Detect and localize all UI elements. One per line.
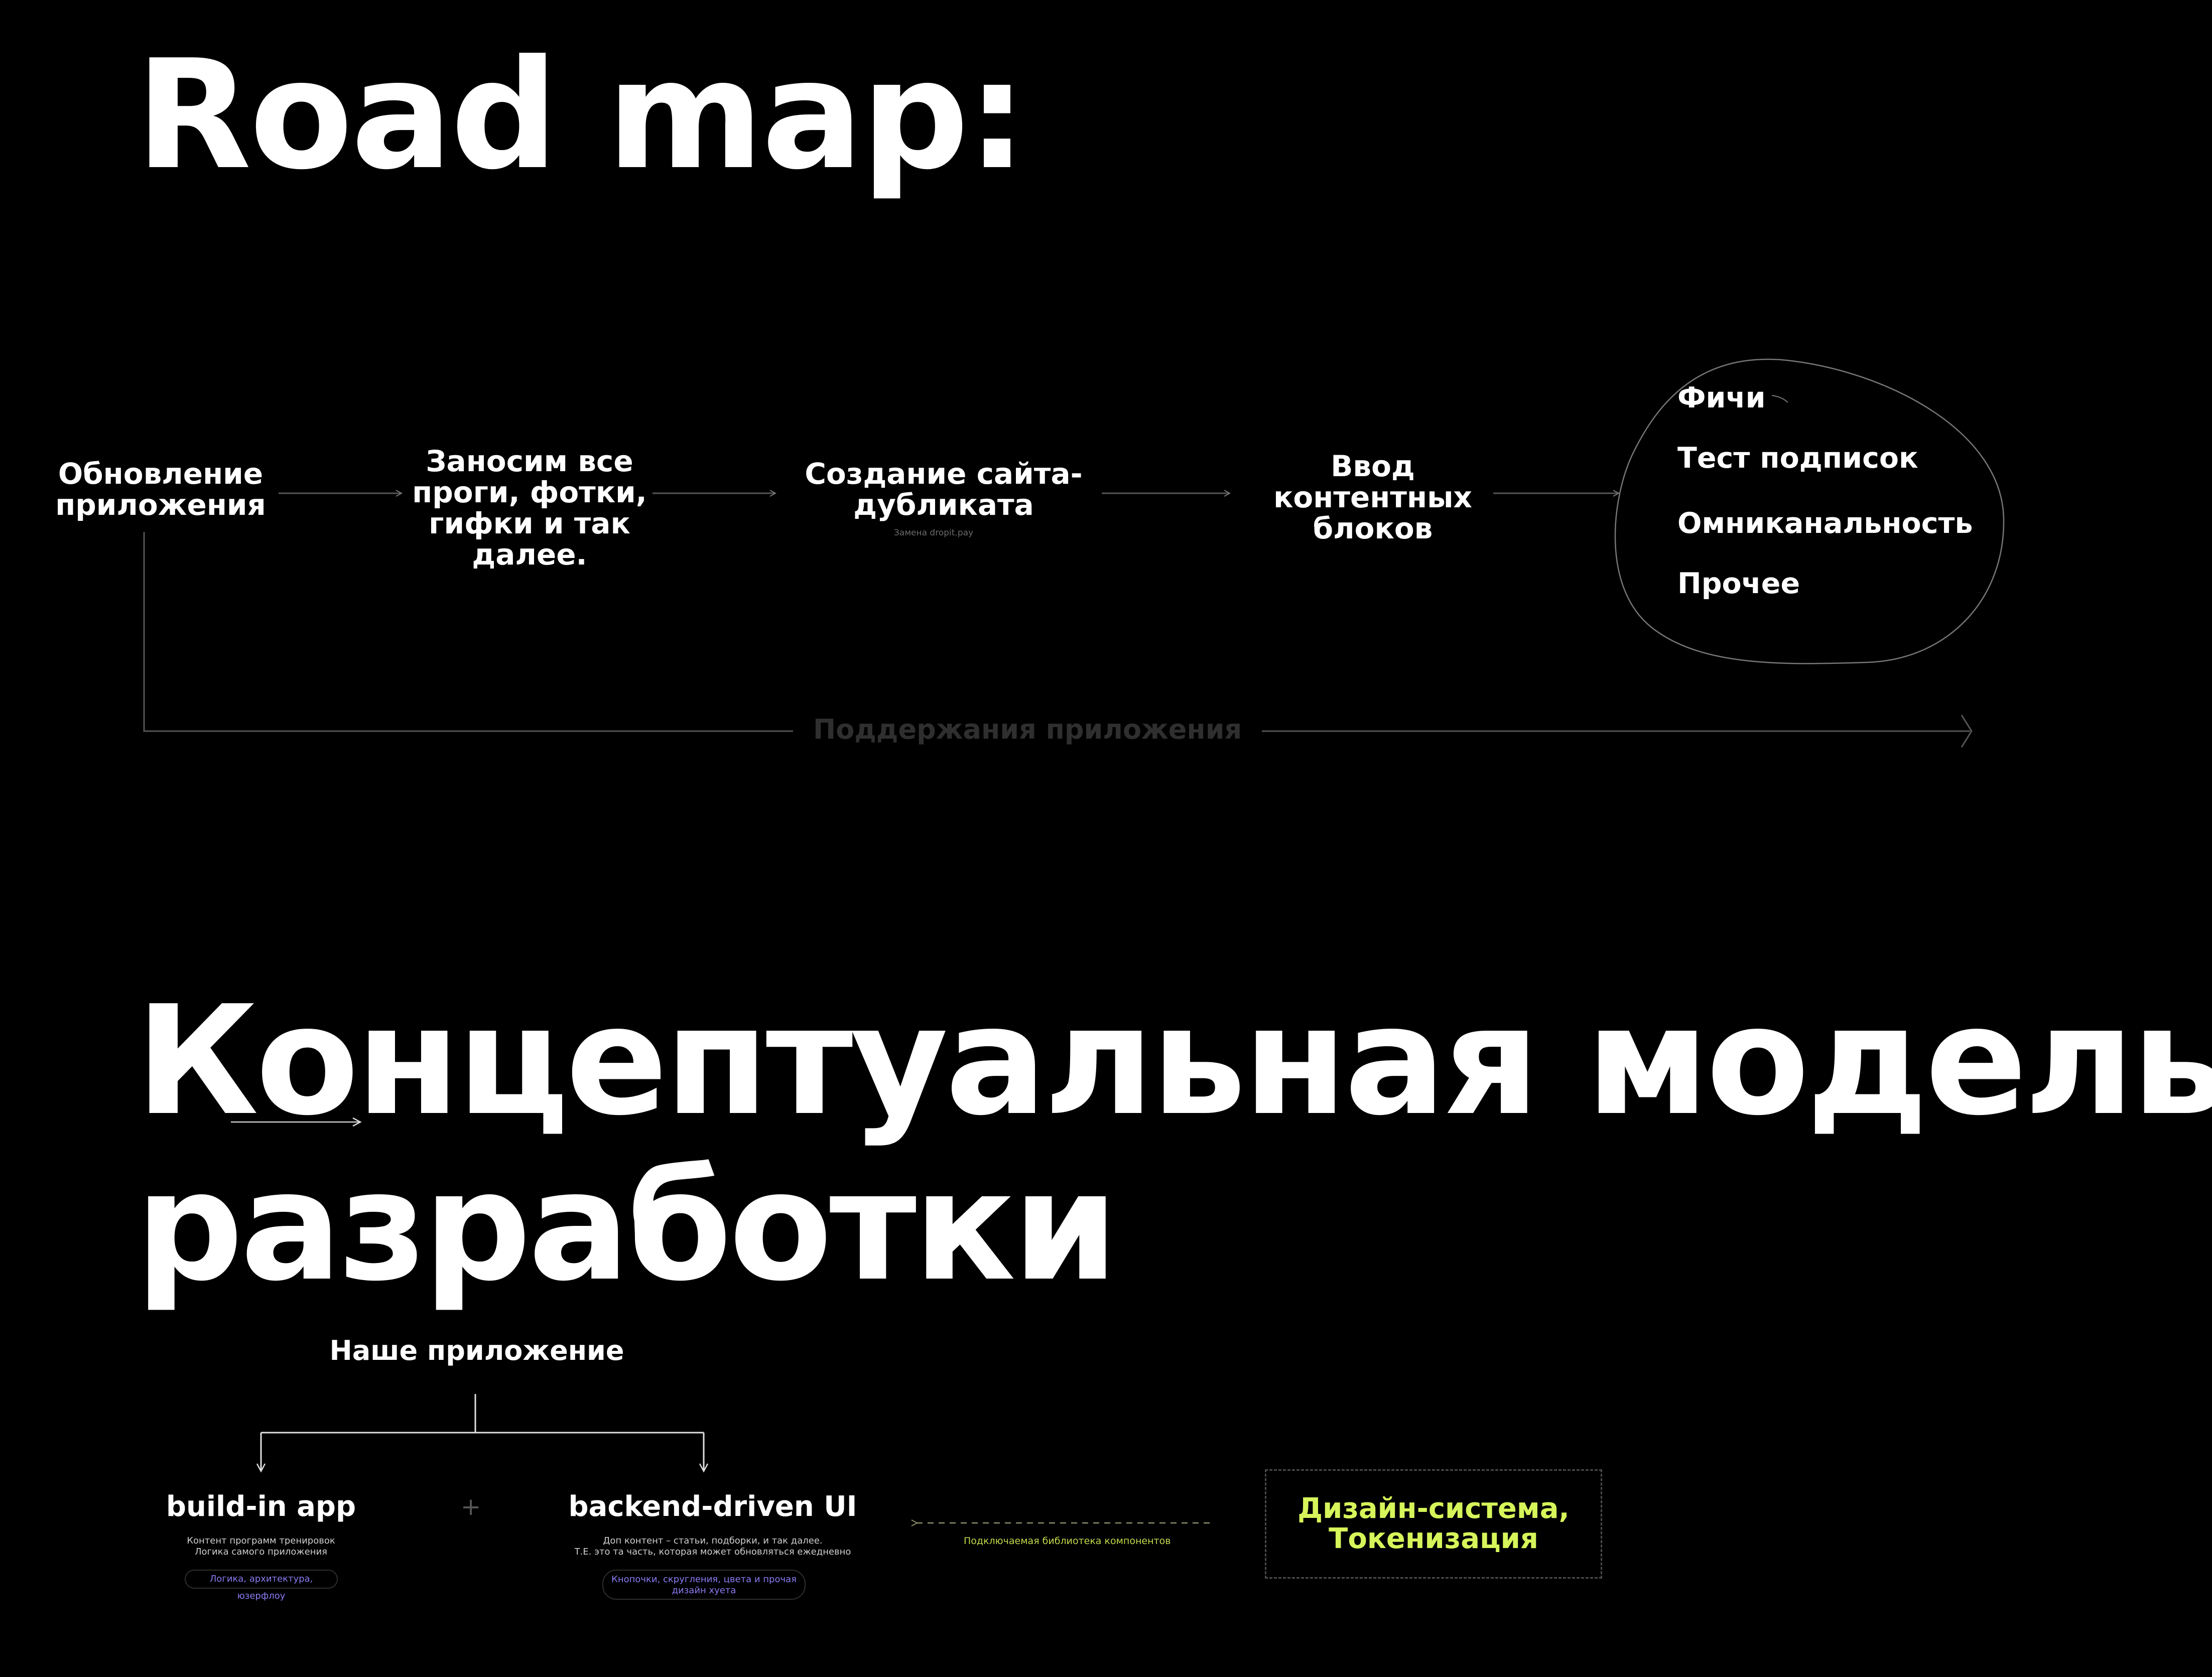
model-title-line2: разработки	[136, 1139, 1118, 1314]
model-title-line1: Концептуальная модель	[136, 973, 2212, 1149]
feature-item: Тест подписок	[1677, 442, 1918, 475]
support-label: Поддержания приложения	[793, 714, 1262, 745]
plus-sign: +	[461, 1493, 481, 1521]
feature-item: Фичи	[1677, 381, 1766, 414]
tree-root: Наше приложение	[329, 1335, 624, 1366]
backend-title: backend-driven UI	[568, 1490, 857, 1523]
design-system-box: Дизайн-система, Токенизация	[1265, 1469, 1602, 1579]
features-blob	[1614, 358, 2005, 664]
roadmap-title: Road map:	[136, 28, 1027, 203]
feature-item: Омниканальность	[1677, 507, 1973, 540]
step-update-app: Обновление приложения	[55, 457, 266, 522]
feature-item: Прочее	[1677, 567, 1800, 600]
support-line	[143, 532, 1970, 732]
build-in-title: build-in app	[166, 1490, 356, 1523]
backend-tag: Кнопочки, скругления, цвета и прочая диз…	[602, 1570, 806, 1600]
step-duplicate-site: Создание сайта- дубликата	[805, 457, 1083, 522]
build-in-tag: Логика, архитектура, юзерфлоу	[185, 1570, 338, 1601]
blob-tail	[1771, 395, 1788, 403]
step-content-blocks: Ввод контентных блоков	[1273, 449, 1472, 545]
design-system-label: Дизайн-система, Токенизация	[1297, 1492, 1570, 1555]
backend-desc: Доп контент – статьи, подборки, и так да…	[574, 1535, 851, 1557]
library-label: Подключаемая библиотека компонентов	[964, 1535, 1171, 1547]
support-arrowhead	[1961, 715, 1973, 748]
build-in-desc: Контент программ тренировок Логика самог…	[187, 1535, 335, 1557]
step-duplicate-note: Замена dropit.pay	[893, 528, 974, 538]
step-upload-content: Заносим все проги, фотки, гифки и так да…	[412, 444, 647, 572]
model-title: Концептуальная модель разработки	[136, 979, 2212, 1310]
